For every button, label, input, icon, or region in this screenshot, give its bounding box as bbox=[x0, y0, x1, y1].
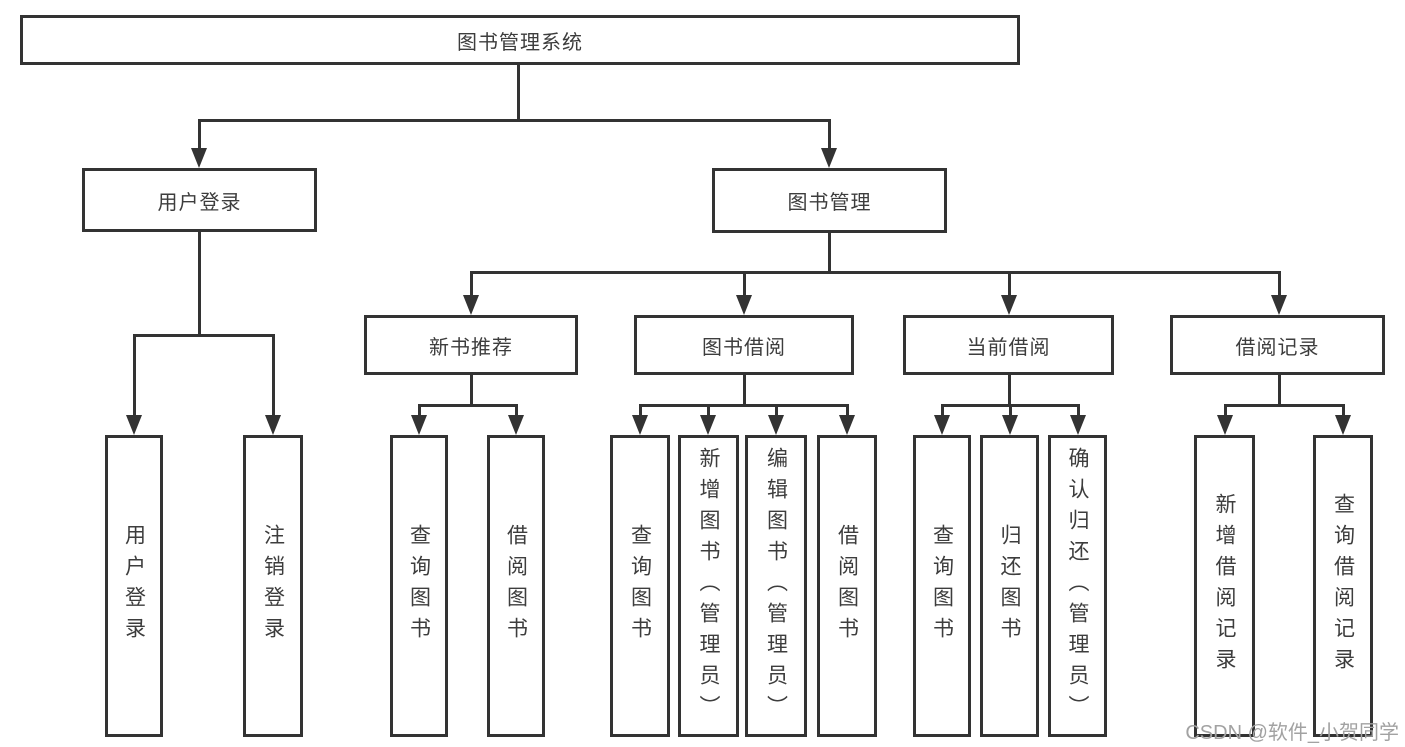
node-book-management: 图书管理 bbox=[712, 168, 947, 233]
arrow-down-icon bbox=[126, 415, 142, 435]
leaf-current-confirm-return-admin: 确认归还（管理员） bbox=[1048, 435, 1107, 737]
node-new-book-recommend-label: 新书推荐 bbox=[429, 336, 513, 359]
arrow-down-icon bbox=[1271, 295, 1287, 315]
arrow-down-icon bbox=[265, 415, 281, 435]
leaf-current-return-books: 归还图书 bbox=[980, 435, 1039, 737]
node-user-login-label: 用户登录 bbox=[157, 191, 242, 214]
node-book-borrowing: 图书借阅 bbox=[634, 315, 854, 375]
leaf-records-add-record-label: 新增借阅记录 bbox=[1213, 493, 1236, 679]
connector-line bbox=[1224, 404, 1344, 407]
arrow-down-icon bbox=[700, 415, 716, 435]
node-current-borrowing: 当前借阅 bbox=[903, 315, 1114, 375]
leaf-current-query-books-label: 查询图书 bbox=[930, 524, 954, 648]
leaf-records-query-record: 查询借阅记录 bbox=[1313, 435, 1373, 737]
connector-line bbox=[418, 404, 518, 407]
arrow-down-icon bbox=[821, 148, 837, 168]
connector-line bbox=[828, 119, 831, 151]
connector-line bbox=[470, 271, 1281, 274]
connector-line bbox=[846, 404, 849, 418]
leaf-borrowing-borrow-books-label: 借阅图书 bbox=[835, 524, 859, 648]
leaf-newbooks-borrow-books-label: 借阅图书 bbox=[504, 524, 528, 648]
arrow-down-icon bbox=[411, 415, 427, 435]
arrow-down-icon bbox=[839, 415, 855, 435]
connector-line bbox=[1008, 375, 1011, 407]
leaf-borrowing-edit-books-admin: 编辑图书（管理员） bbox=[745, 435, 807, 737]
connector-line bbox=[198, 119, 201, 151]
node-new-book-recommend: 新书推荐 bbox=[364, 315, 578, 375]
connector-line bbox=[1077, 404, 1080, 418]
connector-line bbox=[1009, 404, 1012, 418]
leaf-borrowing-borrow-books: 借阅图书 bbox=[817, 435, 877, 737]
node-current-borrowing-label: 当前借阅 bbox=[966, 336, 1051, 359]
arrow-down-icon bbox=[768, 415, 784, 435]
connector-line bbox=[828, 233, 831, 274]
leaf-borrowing-query-books: 查询图书 bbox=[610, 435, 670, 737]
connector-line bbox=[639, 404, 848, 407]
connector-line bbox=[1278, 271, 1281, 298]
arrow-down-icon bbox=[1001, 295, 1017, 315]
leaf-current-return-books-label: 归还图书 bbox=[998, 524, 1021, 648]
node-borrowing-records: 借阅记录 bbox=[1170, 315, 1385, 375]
arrow-down-icon bbox=[632, 415, 648, 435]
connector-line bbox=[743, 271, 746, 298]
connector-line bbox=[941, 404, 944, 418]
leaf-records-add-record: 新增借阅记录 bbox=[1194, 435, 1255, 737]
leaf-current-query-books: 查询图书 bbox=[913, 435, 971, 737]
leaf-borrowing-add-books-admin: 新增图书（管理员） bbox=[678, 435, 739, 737]
leaf-newbooks-query-books: 查询图书 bbox=[390, 435, 448, 737]
node-library-system-label: 图书管理系统 bbox=[457, 31, 583, 54]
connector-line bbox=[272, 334, 275, 418]
leaf-logout: 注销登录 bbox=[243, 435, 303, 737]
connector-line bbox=[639, 404, 642, 418]
arrow-down-icon bbox=[508, 415, 524, 435]
leaf-newbooks-borrow-books: 借阅图书 bbox=[487, 435, 545, 737]
arrow-down-icon bbox=[934, 415, 950, 435]
leaf-user-login: 用户登录 bbox=[105, 435, 163, 737]
connector-line bbox=[133, 334, 275, 337]
node-borrowing-records-label: 借阅记录 bbox=[1235, 336, 1320, 359]
node-user-login: 用户登录 bbox=[82, 168, 317, 232]
connector-line bbox=[775, 404, 778, 418]
leaf-current-confirm-return-admin-label: 确认归还（管理员） bbox=[1066, 446, 1089, 726]
leaf-newbooks-query-books-label: 查询图书 bbox=[407, 524, 431, 648]
connector-line bbox=[1224, 404, 1227, 418]
leaf-borrowing-query-books-label: 查询图书 bbox=[628, 524, 652, 648]
node-library-system: 图书管理系统 bbox=[20, 15, 1020, 65]
arrow-down-icon bbox=[736, 295, 752, 315]
connector-line bbox=[1278, 375, 1281, 407]
connector-line bbox=[133, 334, 136, 418]
arrow-down-icon bbox=[1002, 415, 1018, 435]
connector-line bbox=[198, 119, 831, 122]
connector-line bbox=[743, 375, 746, 407]
leaf-borrowing-edit-books-admin-label: 编辑图书（管理员） bbox=[764, 446, 788, 726]
connector-line bbox=[517, 65, 520, 121]
connector-line bbox=[418, 404, 421, 418]
leaf-borrowing-add-books-admin-label: 新增图书（管理员） bbox=[697, 446, 720, 726]
csdn-watermark: CSDN @软件_小贺同学 bbox=[1185, 722, 1399, 744]
leaf-records-query-record-label: 查询借阅记录 bbox=[1331, 493, 1355, 679]
connector-line bbox=[1342, 404, 1345, 418]
connector-line bbox=[515, 404, 518, 418]
arrow-down-icon bbox=[1070, 415, 1086, 435]
connector-line bbox=[198, 232, 201, 337]
node-book-management-label: 图书管理 bbox=[787, 192, 872, 214]
connector-line bbox=[1008, 271, 1011, 298]
leaf-logout-label: 注销登录 bbox=[261, 524, 285, 648]
connector-line bbox=[707, 404, 710, 418]
leaf-user-login-label: 用户登录 bbox=[122, 524, 146, 648]
arrow-down-icon bbox=[191, 148, 207, 168]
connector-line bbox=[470, 375, 473, 407]
node-book-borrowing-label: 图书借阅 bbox=[702, 336, 786, 359]
arrow-down-icon bbox=[1217, 415, 1233, 435]
connector-line bbox=[470, 271, 473, 298]
arrow-down-icon bbox=[463, 295, 479, 315]
arrow-down-icon bbox=[1335, 415, 1351, 435]
